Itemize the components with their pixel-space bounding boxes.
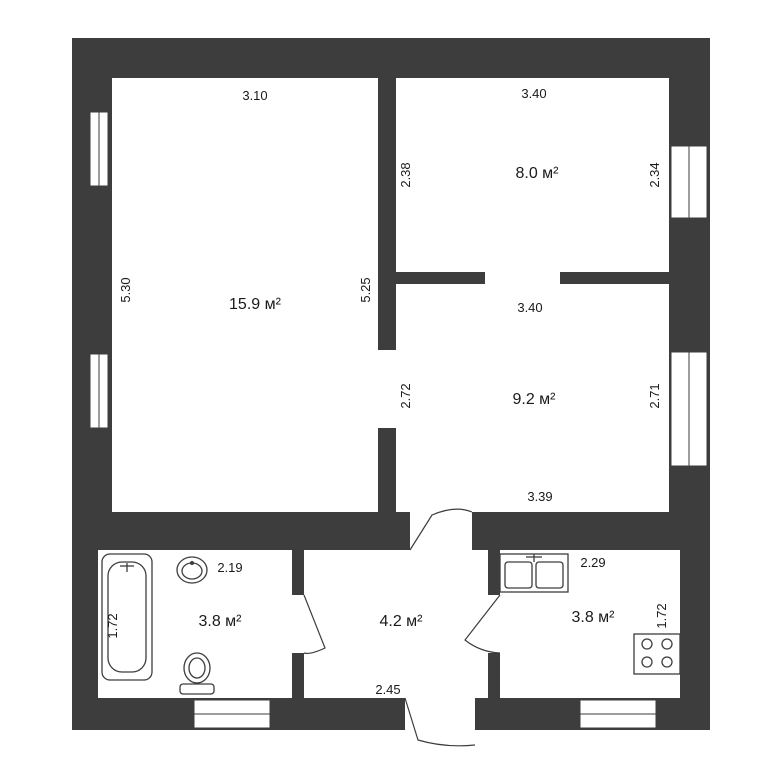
dim-bedroom-top-right: 2.34	[647, 162, 662, 187]
door-gap-hall-top	[410, 512, 472, 550]
dim-kitchen-width: 2.29	[580, 555, 605, 570]
dim-bathroom-width: 2.19	[217, 560, 242, 575]
room-bedroom-top	[396, 78, 669, 272]
dim-living-right: 5.25	[358, 277, 373, 302]
area-kitchen: 3.8 м²	[571, 609, 615, 626]
sink-icon	[176, 556, 208, 584]
area-labels: 15.9 м² 8.0 м² 9.2 м² 3.8 м² 4.2 м² 3.8 …	[198, 165, 615, 630]
dim-bedroom-mid-right: 2.71	[647, 383, 662, 408]
dim-living-left: 5.30	[118, 277, 133, 302]
bathtub-icon	[101, 553, 153, 681]
toilet-icon	[179, 652, 215, 695]
room-hall	[304, 550, 488, 698]
area-hall: 4.2 м²	[379, 613, 423, 630]
door-gap-bedrooms	[485, 272, 560, 284]
dim-bedroom-mid-left: 2.72	[398, 383, 413, 408]
dim-bedroom-mid-bottom: 3.39	[527, 489, 552, 504]
room-living	[112, 78, 378, 512]
dim-bathroom-height: 1.72	[105, 613, 120, 638]
area-bedroom-top: 8.0 м²	[515, 165, 559, 182]
windows	[89, 111, 708, 729]
dimension-labels: 3.10 5.30 5.25 3.40 2.38 2.34 3.40 2.72 …	[105, 86, 669, 697]
area-living: 15.9 м²	[229, 296, 282, 313]
door-gap-bathroom	[292, 595, 304, 653]
door-swings	[303, 508, 501, 747]
dim-living-top: 3.10	[242, 88, 267, 103]
dim-hall-bottom: 2.45	[375, 682, 400, 697]
dim-kitchen-height: 1.72	[654, 603, 669, 628]
kitchen-sink-icon	[499, 553, 569, 593]
stove-icon	[633, 633, 681, 675]
area-bathroom: 3.8 м²	[198, 613, 242, 630]
room-bedroom-mid	[396, 284, 669, 512]
door-gap-entrance	[405, 698, 475, 730]
dim-bedroom-mid-top: 3.40	[517, 300, 542, 315]
door-gap-kitchen	[488, 595, 500, 653]
dim-bedroom-top-width: 3.40	[521, 86, 546, 101]
door-gap-living	[378, 350, 396, 428]
dim-bedroom-top-left: 2.38	[398, 162, 413, 187]
area-bedroom-mid: 9.2 м²	[512, 391, 556, 408]
